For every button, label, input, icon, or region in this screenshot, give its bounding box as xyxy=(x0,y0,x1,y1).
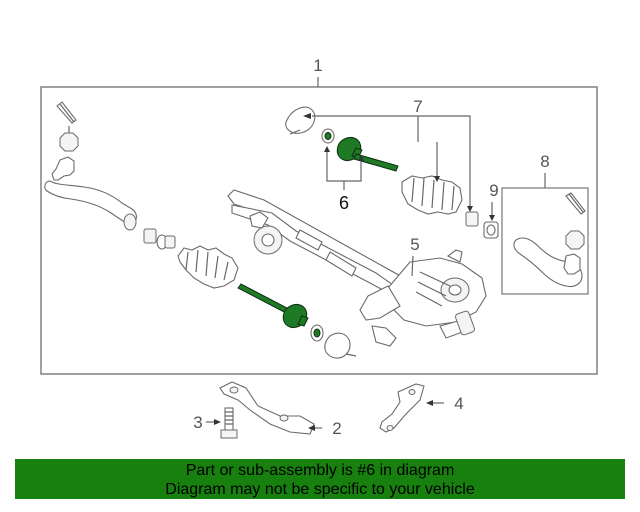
callout-7-leaders xyxy=(303,113,473,212)
assembly-frame xyxy=(40,86,598,375)
callout-2[interactable]: 2 xyxy=(332,419,341,438)
mounting-bracket-2 xyxy=(219,381,315,435)
left-snap-ring xyxy=(324,332,357,359)
left-inner-tie-rod[interactable] xyxy=(237,283,309,328)
left-tie-rod-end xyxy=(44,156,137,231)
callout-line-5 xyxy=(411,255,414,277)
callout-7[interactable]: 7 xyxy=(413,97,422,116)
steering-gear-diagram: 1 8 xyxy=(40,56,598,439)
callout-3[interactable]: 3 xyxy=(193,413,202,432)
callout-5[interactable]: 5 xyxy=(410,235,419,254)
steering-rack-housing xyxy=(227,189,411,296)
right-rack-boot xyxy=(401,175,463,215)
right-tie-rod-end xyxy=(513,237,583,288)
callout-6-leaders xyxy=(324,146,364,190)
callout-4[interactable]: 4 xyxy=(454,394,463,413)
left-castle-nut xyxy=(59,132,79,152)
right-castle-nut xyxy=(565,230,585,250)
right-inner-tie-rod[interactable] xyxy=(336,137,399,172)
left-inner-lock-washer xyxy=(310,324,324,342)
left-jam-nut xyxy=(143,228,176,250)
mounting-bolt-3 xyxy=(220,407,238,439)
info-banner: Part or sub-assembly is #6 in diagram Di… xyxy=(15,459,625,499)
right-jam-nut xyxy=(483,221,499,239)
callout-6[interactable]: 6 xyxy=(339,193,349,213)
right-boot-clamp xyxy=(465,211,479,227)
heat-shield-bracket-4 xyxy=(379,383,425,433)
banner-line-1: Part or sub-assembly is #6 in diagram xyxy=(185,462,455,479)
left-rack-boot xyxy=(177,245,239,289)
callout-8[interactable]: 8 xyxy=(540,152,549,171)
callout-9[interactable]: 9 xyxy=(489,181,498,200)
callout-1[interactable]: 1 xyxy=(313,56,322,75)
right-inner-lock-washer xyxy=(321,128,335,144)
left-cotter-pin xyxy=(56,101,77,124)
right-snap-ring xyxy=(285,106,316,135)
right-cotter-pin xyxy=(565,192,586,215)
banner-line-2: Diagram may not be specific to your vehi… xyxy=(165,481,475,498)
